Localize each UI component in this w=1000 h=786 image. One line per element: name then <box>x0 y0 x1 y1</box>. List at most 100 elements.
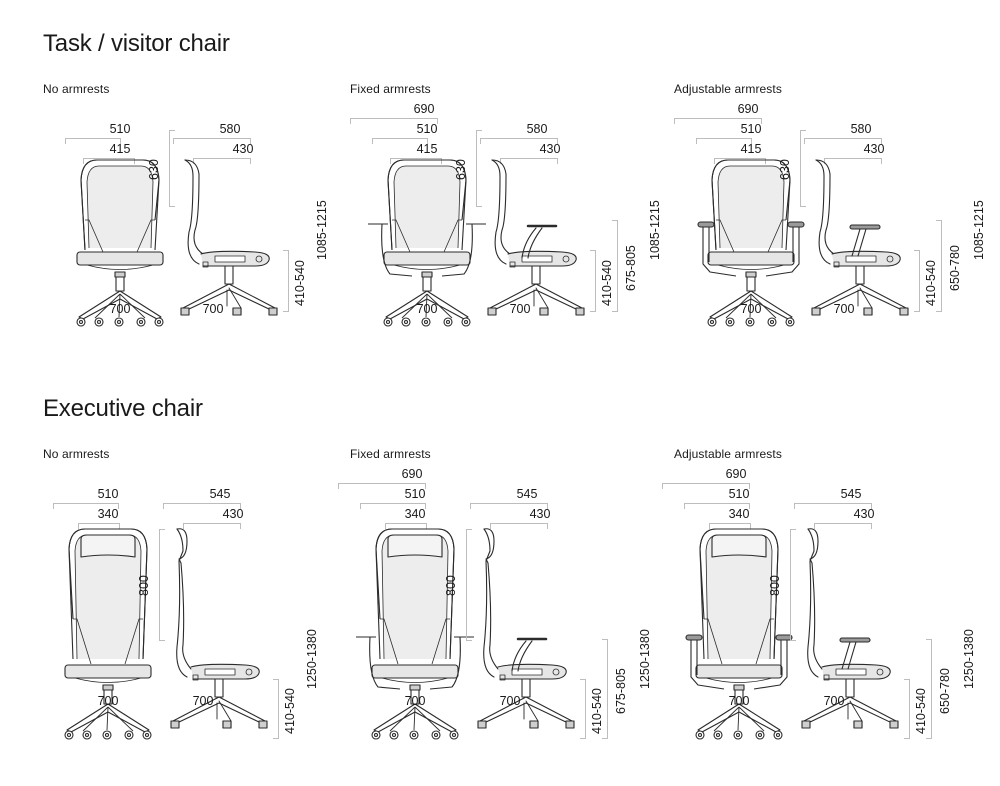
dim-seat-width-line <box>53 503 119 509</box>
gas-lift <box>115 276 125 292</box>
dim-overall-width-line <box>674 118 762 124</box>
caster-hub <box>423 319 429 325</box>
armrest-pad <box>839 637 871 643</box>
tilt-lever <box>833 261 840 268</box>
dim-back-height-line <box>476 130 482 207</box>
back-strut-left <box>380 618 399 665</box>
dim-depth-line <box>173 138 251 144</box>
dim-seat-depth-line <box>490 523 548 529</box>
backrest-mesh <box>393 165 461 249</box>
caster-wheel <box>707 317 717 327</box>
dim-depth-label: 580 <box>850 122 872 136</box>
caster-wheel <box>82 730 92 740</box>
armrest-right <box>441 223 486 277</box>
seat-knob <box>876 668 884 676</box>
caster-wheel <box>733 730 743 740</box>
dim-seat-width-label: 510 <box>404 487 426 501</box>
dim-arm-height-line <box>936 220 942 312</box>
caster-hub <box>104 732 110 738</box>
mechanism <box>733 684 745 691</box>
armrest-pad-left <box>685 634 703 641</box>
caster <box>853 720 863 729</box>
armrest-pad-right <box>787 221 805 228</box>
caster-wheel <box>443 317 453 327</box>
caster-wheel <box>431 730 441 740</box>
dim-seat-width-line <box>372 138 428 144</box>
caster <box>899 307 909 316</box>
dim-back-width-label: 415 <box>740 142 762 156</box>
dim-overall-width-line <box>350 118 438 124</box>
caster-wheel <box>725 317 735 327</box>
mechanism <box>114 271 126 278</box>
dim-total-height-label: 1085-1215 <box>972 200 986 260</box>
armrest-pad-left <box>697 221 715 228</box>
side-view-chair <box>477 528 575 729</box>
caster <box>565 720 575 729</box>
variant-title: Adjustable armrests <box>674 82 782 96</box>
back-spine-front <box>815 159 835 255</box>
gas-lift <box>214 678 224 698</box>
dim-side-base-label: 700 <box>202 302 224 316</box>
dim-depth-label: 580 <box>219 122 241 136</box>
side-view-drawing <box>170 528 268 729</box>
caster-wheel <box>785 317 795 327</box>
dim-back-width-line <box>709 523 751 529</box>
dim-side-base-label: 700 <box>833 302 855 316</box>
dim-seat-depth-line <box>193 158 251 164</box>
seat-knob <box>255 255 263 263</box>
base-leg-front <box>216 700 232 722</box>
tilt-lever <box>499 674 506 681</box>
seat-mechanism <box>511 668 543 676</box>
back-spine-rear <box>807 528 819 678</box>
caster-wheel <box>421 317 431 327</box>
seat-cushion <box>64 664 152 679</box>
caster <box>863 307 873 316</box>
dim-overall-width-line <box>662 483 750 489</box>
front-view-drawing <box>685 528 793 740</box>
dim-seat-width-label: 510 <box>740 122 762 136</box>
back-spine-front <box>184 159 204 255</box>
seat-knob <box>552 668 560 676</box>
dim-overall-width-label: 690 <box>737 102 759 116</box>
tilt-lever <box>192 674 199 681</box>
front-view-drawing <box>368 159 486 327</box>
side-view-drawing <box>477 528 575 729</box>
dim-seat-height-line <box>904 679 910 739</box>
dim-back-height-label: 630 <box>778 158 792 180</box>
front-view-drawing <box>356 528 474 740</box>
side-view-chair <box>487 159 585 316</box>
dim-seat-depth-line <box>183 523 241 529</box>
caster-wheel <box>745 317 755 327</box>
caster-wheel <box>767 317 777 327</box>
section-title-task-chair: Task / visitor chair <box>43 30 230 57</box>
dim-depth-label: 545 <box>840 487 862 501</box>
caster-wheel <box>461 317 471 327</box>
gas-lift <box>855 265 865 285</box>
dim-seat-width-label: 510 <box>109 122 131 136</box>
caster-wheel <box>102 730 112 740</box>
dim-seat-depth-line <box>500 158 558 164</box>
dim-arm-height-line <box>612 220 618 312</box>
dim-depth-line <box>470 503 548 509</box>
side-view-chair <box>180 159 278 316</box>
seat-mechanism <box>204 668 236 676</box>
variant-title: Fixed armrests <box>350 447 431 461</box>
caster-wheel <box>114 317 124 327</box>
caster-wheel <box>449 730 459 740</box>
back-spine-rear <box>491 159 507 265</box>
dim-back-width-line <box>714 158 766 164</box>
gas-lift <box>224 265 234 285</box>
back-strut-right <box>431 618 450 665</box>
caster <box>539 307 549 316</box>
armrest-support <box>521 227 543 259</box>
caster-wheel <box>124 730 134 740</box>
seat-cushion <box>383 251 471 266</box>
base-legs-inner <box>725 293 777 319</box>
backrest-frame <box>699 528 779 660</box>
headrest <box>80 534 136 558</box>
dim-side-base-label: 700 <box>499 694 521 708</box>
gas-lift <box>845 678 855 698</box>
dim-seat-depth-label: 430 <box>222 507 244 521</box>
